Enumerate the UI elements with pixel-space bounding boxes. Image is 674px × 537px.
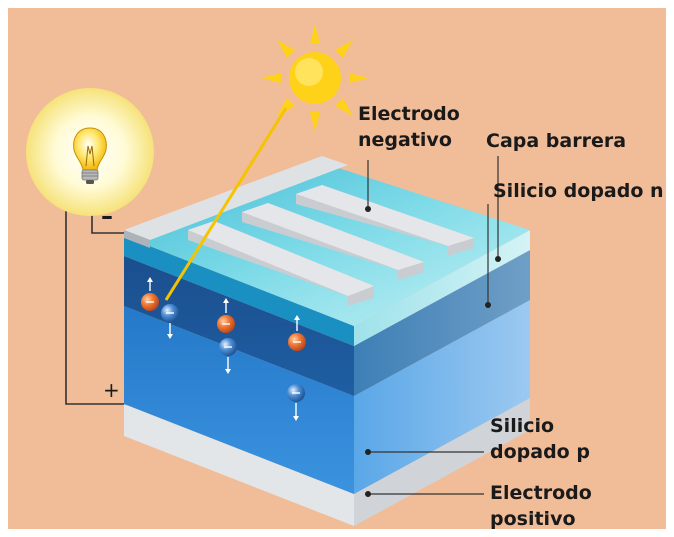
- arrow-down-icon: [293, 403, 299, 421]
- label-positive-electrode: Electrodo positivo: [490, 480, 592, 532]
- label-negative-electrode-line2: negativo: [358, 129, 452, 151]
- label-negative-electrode-line1: Electrodo: [358, 103, 460, 125]
- p-layer-side: [354, 300, 530, 494]
- label-barrier-layer: Capa barrera: [486, 130, 627, 152]
- hole-icon: [141, 293, 159, 311]
- leader-lines: [365, 156, 501, 497]
- label-n-doped-silicon: Silicio dopado n: [493, 180, 664, 202]
- electron-icon: [219, 338, 237, 356]
- label-positive-electrode-line1: Electrodo: [490, 482, 592, 504]
- electron-icon: [287, 384, 305, 402]
- arrow-up-icon: [223, 298, 229, 313]
- charge-carriers: [141, 277, 306, 421]
- light-bulb-icon: [73, 127, 107, 184]
- label-negative-electrode: Electrodo negativo: [358, 101, 460, 153]
- hole-icon: [217, 315, 235, 333]
- negative-electrode: [124, 156, 474, 306]
- arrow-down-icon: [225, 357, 231, 374]
- positive-electrode-front: [124, 404, 354, 526]
- arrow-down-icon: [167, 323, 173, 339]
- hole-icon: [288, 333, 306, 351]
- label-p-doped-silicon: Silicio dopado p: [490, 413, 590, 465]
- label-p-doped-silicon-line2: dopado p: [490, 441, 590, 463]
- arrow-up-icon: [294, 315, 300, 331]
- n-layer-front: [124, 256, 354, 396]
- label-p-doped-silicon-line1: Silicio: [490, 415, 555, 437]
- barrier-layer-side: [354, 230, 530, 346]
- sun-icon: [261, 24, 369, 132]
- electron-icon: [161, 304, 179, 322]
- plus-terminal-label: +: [103, 378, 120, 402]
- minus-terminal-label: –: [101, 202, 113, 230]
- p-layer-front: [124, 306, 354, 494]
- label-positive-electrode-line2: positivo: [490, 508, 576, 530]
- light-ray: [164, 107, 288, 301]
- arrow-up-icon: [147, 277, 153, 291]
- n-layer-side: [354, 250, 530, 396]
- solar-cell-block: [124, 156, 530, 526]
